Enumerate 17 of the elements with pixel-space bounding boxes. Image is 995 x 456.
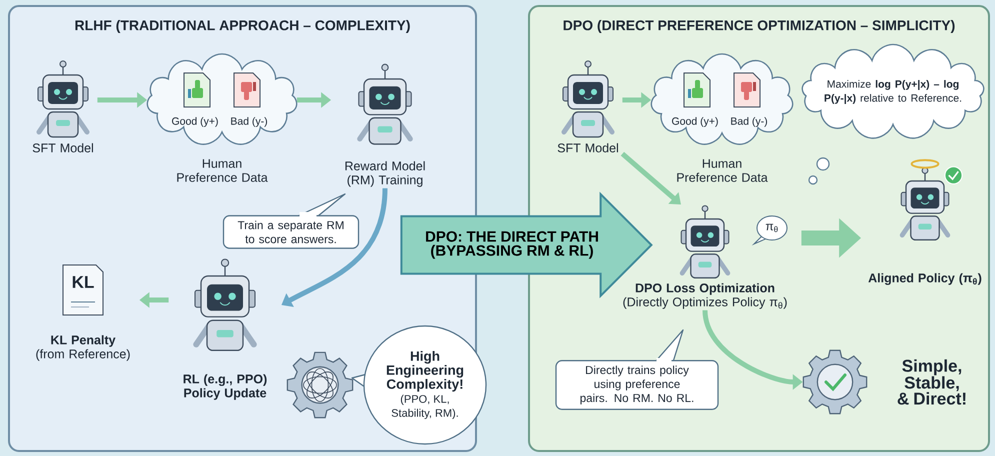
- node-label: RL (e.g., PPO) Policy Update: [184, 374, 267, 400]
- node-label: Human Preference Data: [677, 159, 768, 182]
- callout-bubble: Directly trains policy using preference pairs. No RM. No RL.: [555, 329, 719, 410]
- callout-bubble: Train a separate RM to score answers.: [222, 193, 360, 249]
- slogan-text: Simple, Stable, & Direct!: [898, 359, 966, 405]
- speech-bubble: High Engineering Complexity! (PPO, KL, Stability, RM).: [351, 325, 487, 445]
- answer-label: Bad (y-): [731, 117, 767, 127]
- speech-bubble: π$_{θ}$: [752, 216, 788, 246]
- node-label: KL Penalty (from Reference): [36, 335, 130, 361]
- node-label: Reward Model (RM) Training: [345, 161, 425, 187]
- node-label: Human Preference Data: [177, 159, 268, 182]
- answer-label: Good (y+): [172, 117, 218, 127]
- answer-label: Bad (y-): [231, 117, 267, 127]
- node-label: SFT Model: [558, 143, 618, 152]
- node-label: Aligned Policy (π$_{θ}$): [868, 273, 982, 285]
- node-label: SFT Model: [32, 143, 93, 152]
- answer-label: Good (y+): [672, 117, 718, 127]
